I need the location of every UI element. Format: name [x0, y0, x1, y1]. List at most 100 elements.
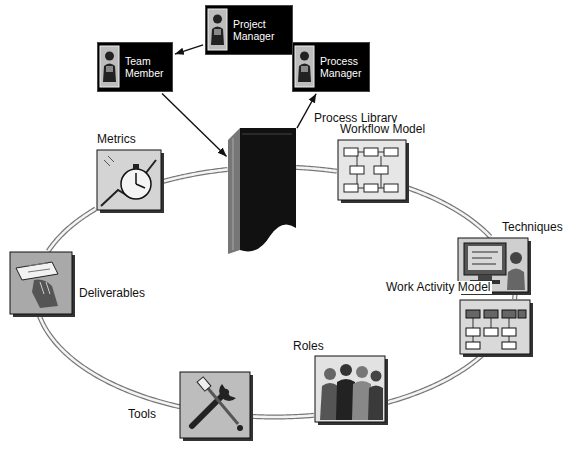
ring-connector — [407, 188, 490, 237]
roles-picture — [315, 356, 388, 425]
role-name: Team Member — [125, 55, 164, 79]
arrow-line — [162, 93, 227, 156]
metrics-picture — [97, 150, 164, 213]
ring-connector — [39, 315, 180, 407]
techniques-picture — [458, 238, 531, 295]
ring-core — [251, 415, 313, 417]
work-activity-picture-part — [466, 342, 480, 349]
library-book-part — [233, 138, 234, 250]
workflow-picture-part — [364, 184, 378, 192]
tools-picture-part — [180, 372, 250, 438]
techniques-picture-part — [470, 280, 500, 284]
ring-outline — [162, 169, 228, 181]
techniques-picture-part — [478, 275, 492, 280]
item-label: Metrics — [95, 133, 138, 146]
roles-picture-part — [315, 356, 385, 422]
ring-outline — [251, 415, 313, 417]
person-icon-part — [105, 52, 114, 61]
deliverables-picture — [10, 252, 75, 317]
work-activity-picture-part — [502, 310, 516, 318]
tools-picture-part — [197, 377, 211, 391]
deliverables-picture-part — [16, 262, 58, 280]
person-icon-part — [301, 66, 308, 72]
metrics-picture-part — [97, 150, 161, 210]
tools-picture — [180, 372, 253, 441]
roles-picture-part — [368, 386, 383, 421]
roles-picture-part — [340, 364, 352, 376]
techniques-picture-part — [458, 238, 528, 292]
techniques-picture-part — [472, 252, 498, 264]
roles-picture-part — [324, 368, 336, 380]
ring-connector — [162, 169, 228, 181]
workflow-picture-part — [364, 148, 378, 156]
techniques-picture-part — [468, 246, 502, 270]
techniques-picture-part — [507, 269, 525, 291]
person-icon — [295, 46, 314, 87]
ring-core — [296, 167, 337, 171]
workflow-picture — [338, 140, 409, 203]
ring-outline — [296, 167, 337, 171]
workflow-picture-part — [384, 148, 398, 156]
deliverables-picture-part — [32, 280, 58, 308]
workflow-picture-part — [338, 140, 406, 200]
roles-picture-part — [356, 366, 368, 378]
ring-core — [407, 188, 490, 237]
work-activity-picture-part — [518, 310, 526, 318]
item-label: Work Activity Model — [384, 281, 492, 294]
tools-picture-part — [192, 392, 226, 426]
ring-outline — [48, 209, 95, 251]
ring-connector — [386, 354, 483, 403]
role-name: Process Manager — [320, 55, 361, 79]
deliverables-picture-part — [26, 263, 50, 272]
workflow-picture-part — [351, 152, 391, 188]
ring-core — [162, 169, 228, 181]
item-label: Deliverables — [77, 287, 147, 300]
metrics-picture-part — [121, 169, 151, 199]
ring-core — [39, 315, 180, 407]
ring-core — [48, 209, 95, 251]
person-icon-part — [100, 46, 119, 87]
tools-picture-part — [219, 384, 236, 401]
ring-connector — [296, 167, 337, 171]
work-activity-picture-part — [502, 342, 516, 349]
tools-picture-part — [206, 386, 238, 424]
item-label: Techniques — [500, 221, 565, 234]
ring-connector — [48, 209, 95, 251]
workflow-picture-part — [350, 166, 364, 174]
library-book-part — [240, 128, 296, 251]
person-icon-part — [211, 27, 224, 46]
library-book-part — [228, 128, 240, 254]
metrics-picture-part — [104, 156, 114, 166]
techniques-picture-part — [464, 243, 506, 275]
work-activity-picture-part — [502, 328, 516, 336]
flow-arrow — [162, 93, 227, 156]
work-activity-picture-part — [466, 328, 480, 336]
person-icon — [208, 9, 227, 50]
work-activity-picture-part — [484, 310, 498, 318]
item-label: Workflow Model — [338, 123, 427, 136]
deliverables-picture-part — [10, 252, 72, 314]
person-icon — [100, 46, 119, 87]
person-icon-part — [295, 46, 314, 87]
work-activity-picture-part — [466, 310, 480, 318]
techniques-picture-part — [510, 252, 522, 264]
ring-outline — [407, 188, 490, 237]
tools-picture-part — [237, 425, 243, 431]
flow-arrow — [175, 45, 203, 54]
ring-outline — [386, 354, 483, 403]
roles-picture-part — [371, 371, 382, 382]
metrics-picture-part — [101, 160, 156, 206]
role-name: Project Manager — [233, 18, 274, 42]
metrics-picture-part — [133, 164, 139, 169]
ring-core — [386, 354, 483, 403]
arrow-line — [175, 45, 203, 54]
person-icon-part — [208, 9, 227, 50]
person-icon-part — [214, 29, 221, 35]
work-activity-picture-part — [484, 328, 498, 336]
ring-outline — [39, 315, 180, 407]
workflow-picture-part — [344, 148, 358, 156]
item-label: Tools — [126, 408, 158, 421]
